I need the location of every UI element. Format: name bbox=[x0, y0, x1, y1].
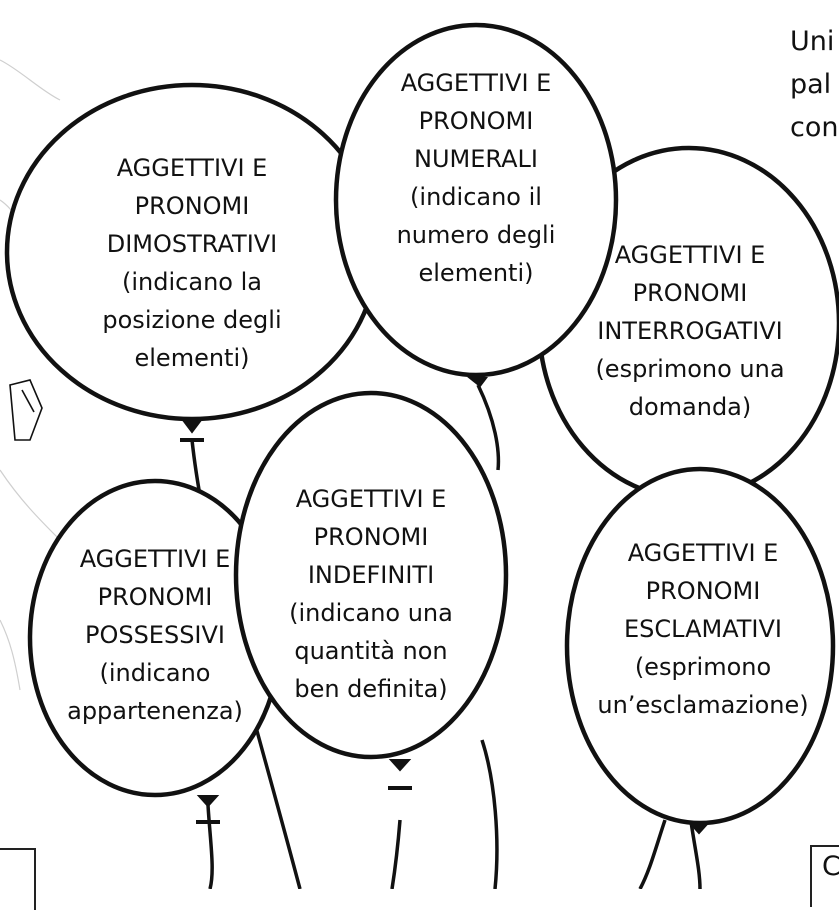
balloon-label-interrogativi: AGGETTIVI E PRONOMI INTERROGATIVI (espri… bbox=[595, 241, 785, 421]
balloon-numerali bbox=[333, 22, 619, 378]
balloon-label-numerali: AGGETTIVI E PRONOMI NUMERALI (indicano i… bbox=[396, 69, 556, 287]
string-numerali bbox=[476, 384, 501, 471]
balloon-indefiniti bbox=[233, 390, 509, 760]
answer-box-right-label: C bbox=[822, 851, 839, 882]
answer-box-right bbox=[810, 845, 839, 907]
string-esclamativi bbox=[638, 819, 667, 889]
balloon-label-possessivi: AGGETTIVI E PRONOMI POSSESSIVI (indicano… bbox=[67, 545, 243, 725]
answer-box-left bbox=[0, 848, 36, 910]
knot-numerali bbox=[467, 377, 488, 388]
knot-dimostrativi bbox=[181, 419, 203, 434]
balloon-label-esclamativi: AGGETTIVI E PRONOMI ESCLAMATIVI (esprimo… bbox=[597, 539, 809, 719]
knot-esclamativi bbox=[687, 822, 711, 835]
balloon-knots bbox=[180, 377, 711, 835]
balloon-label-dimostrativi: AGGETTIVI E PRONOMI DIMOSTRATIVI (indica… bbox=[102, 154, 282, 372]
instruction-text: Uni pal con bbox=[790, 26, 839, 143]
bucket-sketch bbox=[9, 379, 43, 441]
balloon-label-indefiniti: AGGETTIVI E PRONOMI INDEFINITI (indicano… bbox=[289, 485, 453, 703]
knot-indefiniti bbox=[388, 759, 412, 772]
string-indefiniti-right bbox=[480, 739, 499, 889]
string-indefiniti bbox=[390, 819, 402, 889]
string-possessivi bbox=[206, 804, 214, 889]
balloons-illustration bbox=[0, 22, 839, 889]
knot-possessivi bbox=[196, 795, 220, 808]
